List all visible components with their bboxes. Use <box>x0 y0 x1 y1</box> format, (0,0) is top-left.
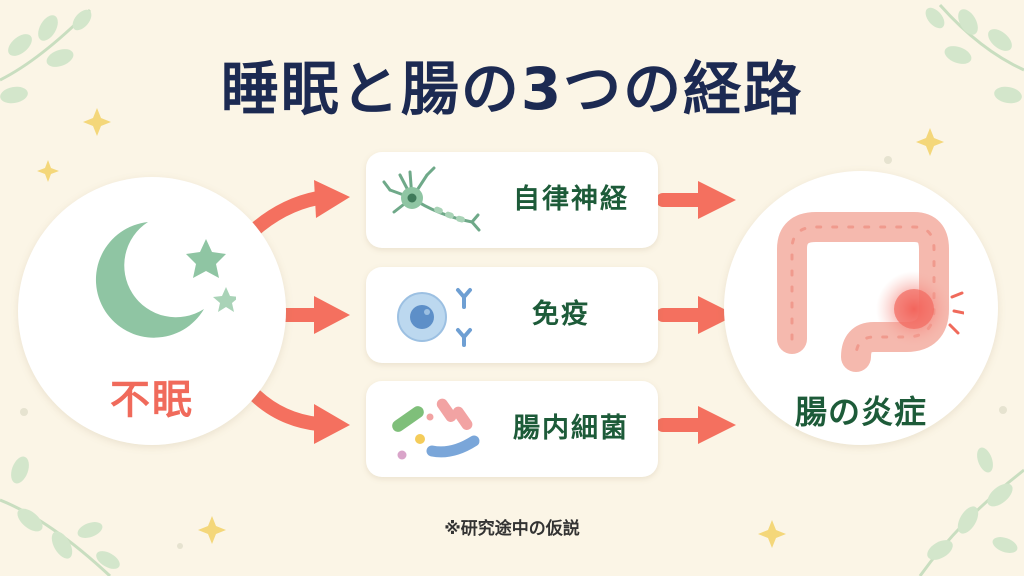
crescent-moon-stars-icon <box>95 222 236 338</box>
neuron-icon <box>382 166 481 232</box>
pathway-card-immune: 免疫 <box>366 267 658 363</box>
inflamed-intestine-icon <box>777 212 964 372</box>
hypothesis-note: ※研究途中の仮説 <box>444 519 580 539</box>
page-title: 睡眠と腸の3つの経路 <box>220 55 804 123</box>
insomnia-node: 不眠 <box>18 177 286 445</box>
insomnia-label: 不眠 <box>110 377 194 423</box>
gut-inflammation-label: 腸の炎症 <box>794 393 927 431</box>
pathway-card-gut-bacteria: 腸内細菌 <box>366 381 658 477</box>
pathway-label: 自律神経 <box>513 184 629 215</box>
pathway-label: 免疫 <box>532 299 590 330</box>
immune-cell-antibody-icon <box>397 288 472 347</box>
gut-inflammation-node: 腸の炎症 <box>724 171 998 445</box>
pathway-label: 腸内細菌 <box>513 413 629 444</box>
gut-bacteria-icon <box>392 398 480 460</box>
pathway-card-autonomic-nerve: 自律神経 <box>366 152 658 248</box>
